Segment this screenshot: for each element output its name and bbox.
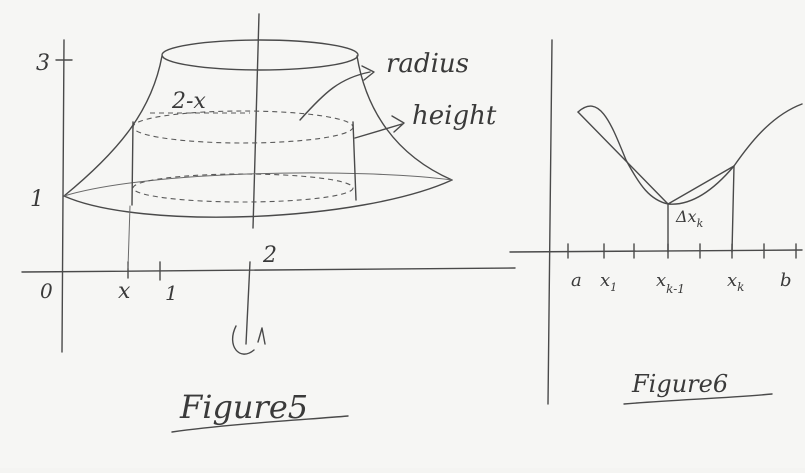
fig6-x1-sub: 1 <box>610 281 617 294</box>
fig5-origin-label: 0 <box>40 279 53 303</box>
fig6-y-axis <box>547 39 553 405</box>
fig6-caption-underline <box>623 393 773 405</box>
fig5-y-axis <box>61 39 65 353</box>
top-ellipse <box>161 39 359 71</box>
shell-bottom-ellipse <box>132 173 354 203</box>
fig6-chords <box>577 111 735 205</box>
fig6-caption: Figure6 <box>631 370 728 398</box>
fig6-xk1-main: x <box>656 270 666 291</box>
fig6-x-axis <box>509 249 803 253</box>
fig5-rotation-axis <box>245 13 260 345</box>
figure6: Δxk a x1 xk-1 xk b Figure6 <box>509 39 803 405</box>
fig6-xk1-label: xk-1 <box>656 270 685 296</box>
fig6-verticals <box>667 165 735 253</box>
fig6-xk-sub: k <box>737 280 744 294</box>
left-profile <box>63 55 163 197</box>
fig5-caption: Figure5 <box>179 388 308 426</box>
fig5-y-label-1: 1 <box>30 187 44 212</box>
height-label: height <box>412 101 497 131</box>
figure5: 3 1 0 x 1 2 2-x radius height Figure5 <box>21 13 516 433</box>
fig6-xk-main: x <box>727 270 737 291</box>
bottom-back-edge <box>63 172 453 197</box>
fig6-x1-label: x1 <box>600 270 617 294</box>
fig6-xk1-sub: k-1 <box>666 282 685 296</box>
fig5-caption-underline <box>171 415 349 433</box>
fig6-x1-main: x <box>600 270 610 291</box>
fig6-xk-label: xk <box>727 270 744 294</box>
fig6-delta-sub: k <box>697 217 704 230</box>
height-arrow-icon <box>354 115 405 139</box>
shell-drop-line <box>127 205 131 269</box>
fig6-delta-label: Δxk <box>675 207 704 230</box>
fig5-2-label: 2 <box>262 243 277 268</box>
fig6-a-label: a <box>571 270 582 291</box>
fig5-y-label-3: 3 <box>36 51 50 76</box>
shell-walls <box>131 121 357 206</box>
fig5-1-label: 1 <box>165 281 178 305</box>
fig6-curve <box>577 103 803 205</box>
fig5-x-axis <box>21 267 516 273</box>
fig6-b-label: b <box>780 270 792 291</box>
rotation-arrow-icon <box>231 325 266 355</box>
shell-top-ellipse <box>132 110 354 144</box>
shell-radius-label: 2-x <box>171 89 206 114</box>
radius-label: radius <box>386 49 469 79</box>
radius-arrow-icon <box>299 65 375 121</box>
fig5-x-label: x <box>118 279 131 304</box>
bottom-front-edge <box>63 179 453 218</box>
fig6-delta-main: Δx <box>675 207 697 226</box>
